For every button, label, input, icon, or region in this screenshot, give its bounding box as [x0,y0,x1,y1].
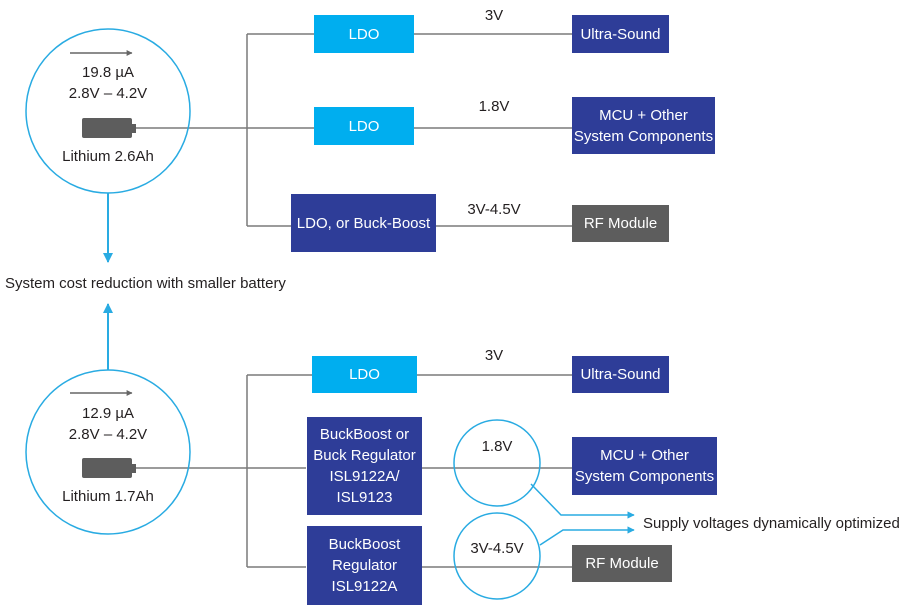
bottom-voltage-2: 1.8V [481,438,513,455]
top-voltage-range: 2.8V – 4.2V [68,85,148,102]
callout-circle-3v [453,512,541,600]
bottom-voltage-1: 3V [484,347,504,364]
top-regulator-1: LDO [314,15,414,53]
top-voltage-2: 1.8V [478,98,510,115]
battery-icon [82,458,136,478]
top-battery-label: Lithium 2.6Ah [62,148,154,165]
bottom-current: 12.9 µA [81,405,135,422]
bottom-voltage-3: 3V-4.5V [470,540,524,557]
top-regulator-3: LDO, or Buck-Boost [291,194,436,252]
callout-arrow-2 [539,526,635,546]
top-load-ultrasound: Ultra-Sound [572,15,669,53]
bottom-regulator-1: LDO [312,356,417,393]
battery-icon [82,118,136,138]
callout-circle-1v8 [453,419,541,507]
top-load-rf: RF Module [572,205,669,242]
top-voltage-1: 3V [484,7,504,24]
callout-arrow-1 [530,483,635,519]
top-current: 19.8 µA [81,64,135,81]
top-load-mcu: MCU + Other System Components [572,97,715,154]
bottom-regulator-2: BuckBoost or Buck Regulator ISL9122A/ IS… [307,417,422,515]
bottom-regulator-3: BuckBoost Regulator ISL9122A [307,526,422,605]
bottom-battery-label: Lithium 1.7Ah [62,488,154,505]
bottom-load-rf: RF Module [572,545,672,582]
bottom-load-ultrasound: Ultra-Sound [572,356,669,393]
callout-label: Supply voltages dynamically optimized [643,515,900,532]
bottom-load-mcu: MCU + Other System Components [572,437,717,495]
middle-label: System cost reduction with smaller batte… [5,275,286,292]
bottom-battery-circle [25,369,191,535]
top-voltage-3: 3V-4.5V [467,201,521,218]
top-regulator-2: LDO [314,107,414,145]
bottom-voltage-range: 2.8V – 4.2V [68,426,148,443]
